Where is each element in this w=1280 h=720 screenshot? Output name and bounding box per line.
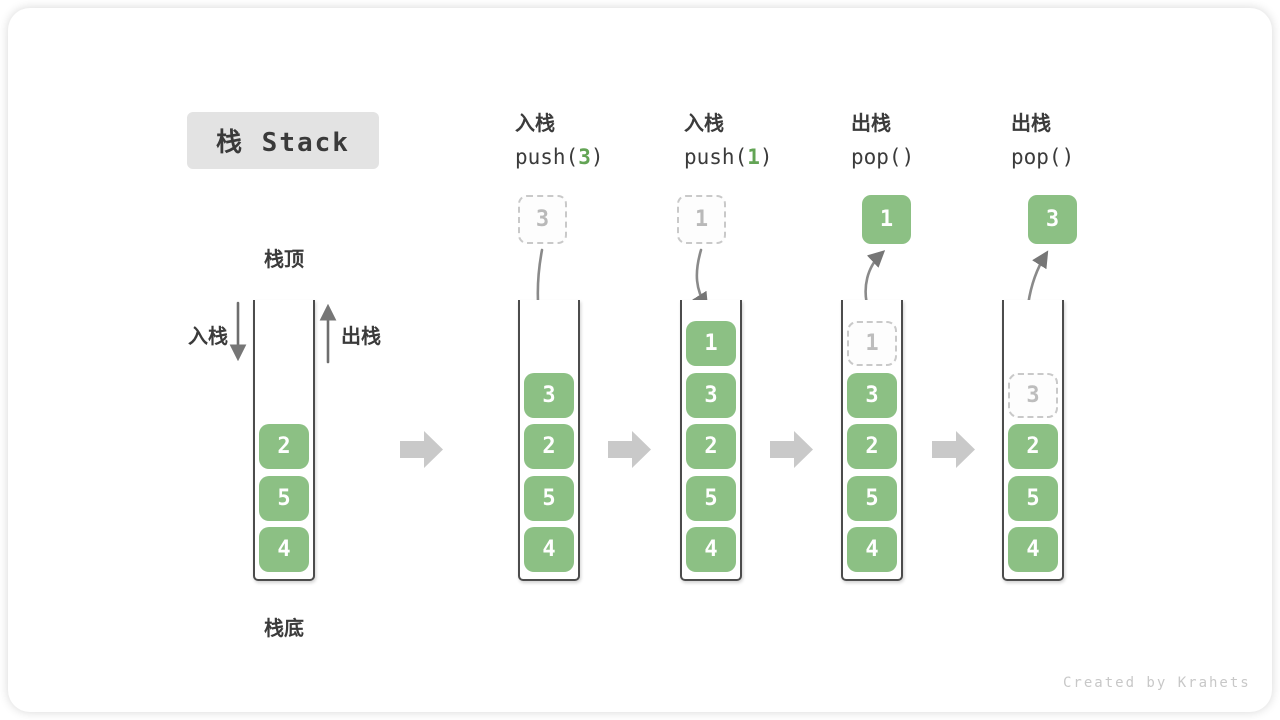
stack-top-label: 栈顶 <box>264 247 304 271</box>
col-header-push3: 入栈 push(3) <box>515 107 604 169</box>
code-arg: 1 <box>747 145 760 169</box>
col-header-pop2: 出栈 pop() <box>1011 107 1074 169</box>
stack-item: 4 <box>1008 527 1058 572</box>
stack-item: 5 <box>1008 475 1058 521</box>
popped-value-box-1: 1 <box>862 195 911 244</box>
op-code-label: push(1) <box>684 145 773 169</box>
stack-item-ghost: 3 <box>1008 372 1058 418</box>
col-header-pop1: 出栈 pop() <box>851 107 914 169</box>
op-code-label: push(3) <box>515 145 604 169</box>
stack-item: 2 <box>686 424 736 469</box>
stack-item: 5 <box>259 475 309 521</box>
popped-value-box-3: 3 <box>1028 195 1077 244</box>
stack-item: 2 <box>847 424 897 469</box>
code-prefix: pop() <box>1011 145 1075 169</box>
stack-item: 4 <box>259 527 309 572</box>
code-prefix: pop() <box>851 145 915 169</box>
stack-item: 2 <box>524 424 574 469</box>
op-name-label: 出栈 <box>1011 113 1051 135</box>
op-name-label: 入栈 <box>684 113 724 135</box>
code-suffix: ) <box>590 145 604 169</box>
push-side-label: 入栈 <box>188 324 228 348</box>
code-prefix: push( <box>684 145 748 169</box>
stack-item: 5 <box>686 475 736 521</box>
stack-item: 4 <box>847 527 897 572</box>
stack-item: 5 <box>524 475 574 521</box>
stack-item: 3 <box>847 372 897 418</box>
stack-container-after-pop2: 3 2 5 4 <box>1002 300 1064 581</box>
stack-container-after-pop1: 1 3 2 5 4 <box>841 300 903 581</box>
stack-container-after-push1: 1 3 2 5 4 <box>680 300 742 581</box>
stack-item: 3 <box>686 372 736 418</box>
code-suffix: ) <box>759 145 773 169</box>
stack-item: 4 <box>524 527 574 572</box>
stack-container-after-push3: 3 2 5 4 <box>518 300 580 581</box>
pushed-value-box-3: 3 <box>518 195 567 244</box>
col-header-push1: 入栈 push(1) <box>684 107 773 169</box>
pushed-value-box-1: 1 <box>677 195 726 244</box>
op-code-label: pop() <box>851 145 914 169</box>
stack-bottom-label: 栈底 <box>264 616 304 640</box>
title-badge: 栈 Stack <box>187 112 379 169</box>
stack-item-ghost: 1 <box>847 321 897 366</box>
op-name-label: 出栈 <box>851 113 891 135</box>
stack-item: 4 <box>686 527 736 572</box>
stack-item: 2 <box>1008 424 1058 469</box>
pop-side-label: 出栈 <box>341 324 381 348</box>
stack-container-initial: 2 5 4 <box>253 300 315 581</box>
op-code-label: pop() <box>1011 145 1074 169</box>
stack-item: 5 <box>847 475 897 521</box>
code-prefix: push( <box>515 145 579 169</box>
watermark: Created by Krahets <box>1063 675 1251 691</box>
stack-item: 1 <box>686 321 736 366</box>
op-name-label: 入栈 <box>515 113 555 135</box>
stack-item: 3 <box>524 372 574 418</box>
stack-item: 2 <box>259 424 309 469</box>
code-arg: 3 <box>578 145 591 169</box>
